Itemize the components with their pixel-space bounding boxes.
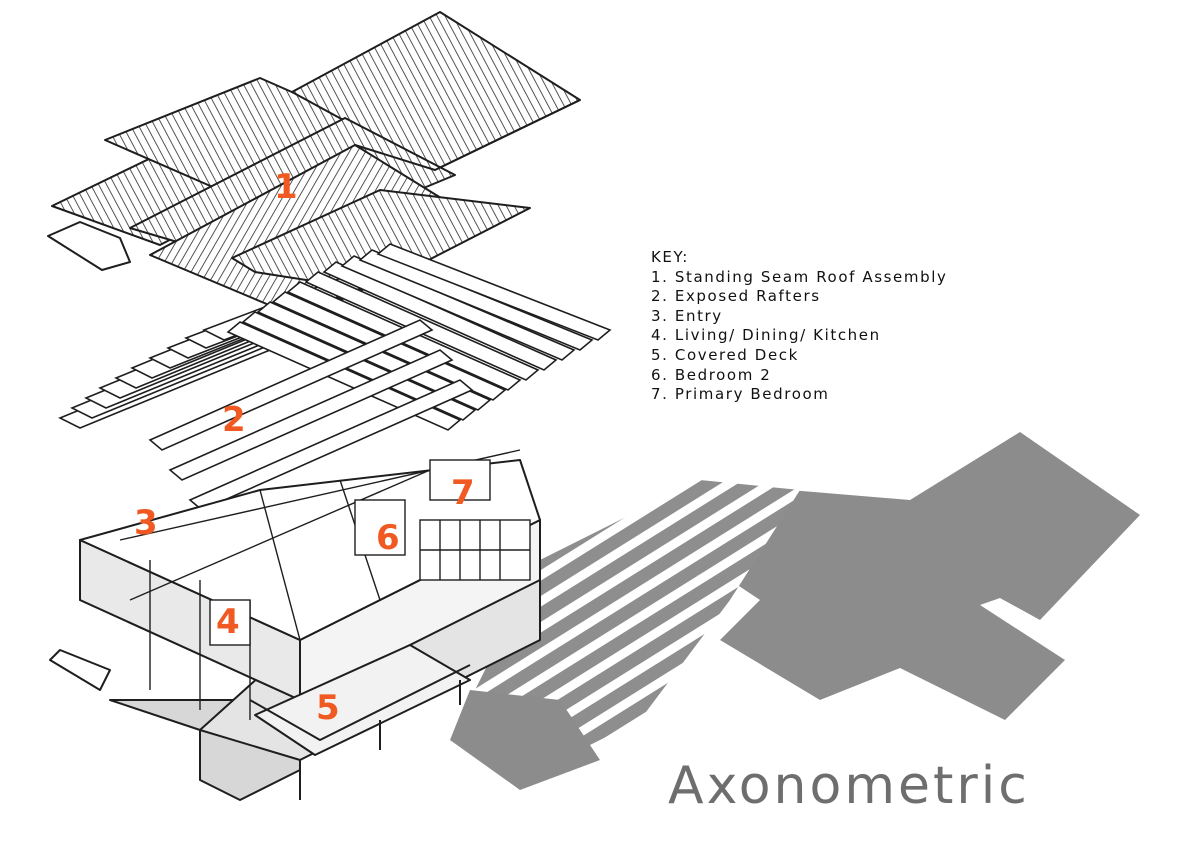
key-item-bedroom-2: 6. Bedroom 2 bbox=[651, 365, 772, 384]
callout-1: 1 bbox=[274, 167, 298, 207]
callout-5: 5 bbox=[316, 688, 340, 728]
exposed-rafters bbox=[58, 243, 612, 511]
callout-4: 4 bbox=[216, 602, 240, 642]
callout-3: 3 bbox=[134, 503, 158, 543]
callout-2: 2 bbox=[222, 400, 246, 440]
key-item-living: 4. Living/ Dining/ Kitchen bbox=[651, 326, 881, 345]
key-legend: KEY: 1. Standing Seam Roof Assembly 2. E… bbox=[651, 248, 947, 405]
callout-7: 7 bbox=[451, 473, 475, 513]
key-heading: KEY: bbox=[651, 248, 689, 266]
house-details bbox=[119, 449, 531, 720]
callouts: 1 2 3 4 5 6 7 bbox=[134, 167, 475, 728]
key-list: 1. Standing Seam Roof Assembly 2. Expose… bbox=[651, 268, 947, 405]
key-item-roof: 1. Standing Seam Roof Assembly bbox=[651, 267, 948, 286]
roof-assembly bbox=[47, 11, 581, 319]
key-item-primary-bedroom: 7. Primary Bedroom bbox=[651, 385, 830, 404]
key-item-rafters: 2. Exposed Rafters bbox=[651, 287, 821, 306]
callout-6: 6 bbox=[376, 518, 400, 558]
key-item-deck: 5. Covered Deck bbox=[651, 345, 799, 364]
page-title: Axonometric bbox=[668, 756, 1030, 816]
ground-shadow bbox=[450, 432, 1140, 790]
key-item-entry: 3. Entry bbox=[651, 306, 723, 325]
